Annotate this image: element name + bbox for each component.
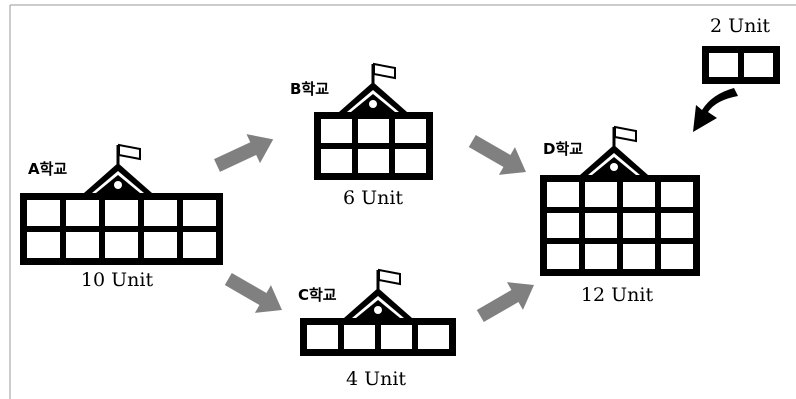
school-c-building (300, 268, 456, 356)
classroom-unit (547, 244, 579, 269)
window-round (374, 306, 382, 314)
classroom-unit (381, 325, 412, 349)
arrow-right-up-icon (214, 134, 274, 172)
school-c-name: C학교 (298, 286, 337, 304)
flag-icon (118, 143, 141, 161)
school-b-building (314, 62, 433, 180)
school-a-name: A학교 (28, 160, 67, 178)
classroom-unit (395, 149, 426, 173)
window-round (114, 181, 122, 189)
school-d: D학교 12 Unit (540, 125, 700, 306)
classroom-unit (547, 182, 579, 207)
flag-icon (373, 62, 396, 80)
extra-unit-label: 2 Unit (710, 15, 770, 37)
classroom-unit (661, 182, 693, 207)
school-d-units-label: 12 Unit (581, 284, 654, 306)
classroom-unit (585, 182, 617, 207)
window-round (369, 100, 377, 108)
window-round (610, 163, 618, 171)
classroom-unit (661, 244, 693, 269)
school-c-units-label: 4 Unit (346, 368, 406, 390)
school-b-units-label: 6 Unit (343, 187, 403, 209)
school-a-units-label: 10 Unit (81, 269, 154, 291)
classroom-unit (321, 149, 352, 173)
extra-unit-grid (702, 46, 780, 84)
classroom-unit (358, 149, 389, 173)
classroom-unit (709, 53, 738, 77)
classroom-unit (585, 244, 617, 269)
school-b: B학교 6 Unit (290, 62, 433, 209)
school-b-name: B학교 (290, 80, 329, 98)
classroom-unit (661, 213, 693, 238)
classroom-unit (623, 213, 655, 238)
school-c: C학교 4 Unit (298, 268, 456, 390)
classroom-unit (395, 119, 426, 143)
classroom-unit (27, 232, 60, 258)
curved-arrow-icon (693, 88, 738, 132)
arrow-right-up-icon (476, 282, 534, 323)
classroom-unit (144, 232, 177, 258)
classroom-unit (105, 200, 138, 226)
flag-icon (378, 268, 401, 286)
classroom-unit (418, 325, 449, 349)
arrow-right-down-icon (468, 134, 526, 175)
classroom-unit (547, 213, 579, 238)
classroom-unit (744, 53, 773, 77)
classroom-unit (321, 119, 352, 143)
extra-unit-block: 2 Unit (702, 15, 780, 84)
classroom-unit (27, 200, 60, 226)
classroom-unit (66, 232, 99, 258)
classroom-unit (105, 232, 138, 258)
classroom-unit (585, 213, 617, 238)
school-a: A학교 10 Unit (20, 143, 223, 291)
school-d-building (540, 125, 700, 276)
classroom-unit (344, 325, 375, 349)
classroom-unit (144, 200, 177, 226)
classroom-unit (623, 244, 655, 269)
classroom-unit (307, 325, 338, 349)
classroom-unit (66, 200, 99, 226)
classroom-unit (358, 119, 389, 143)
school-d-name: D학교 (543, 140, 583, 158)
flag-icon (614, 125, 637, 143)
classroom-unit (183, 200, 216, 226)
classroom-unit (183, 232, 216, 258)
school-a-building (20, 143, 223, 265)
arrow-right-down-icon (224, 272, 282, 313)
flow-arrows (214, 88, 738, 323)
classroom-unit (623, 182, 655, 207)
